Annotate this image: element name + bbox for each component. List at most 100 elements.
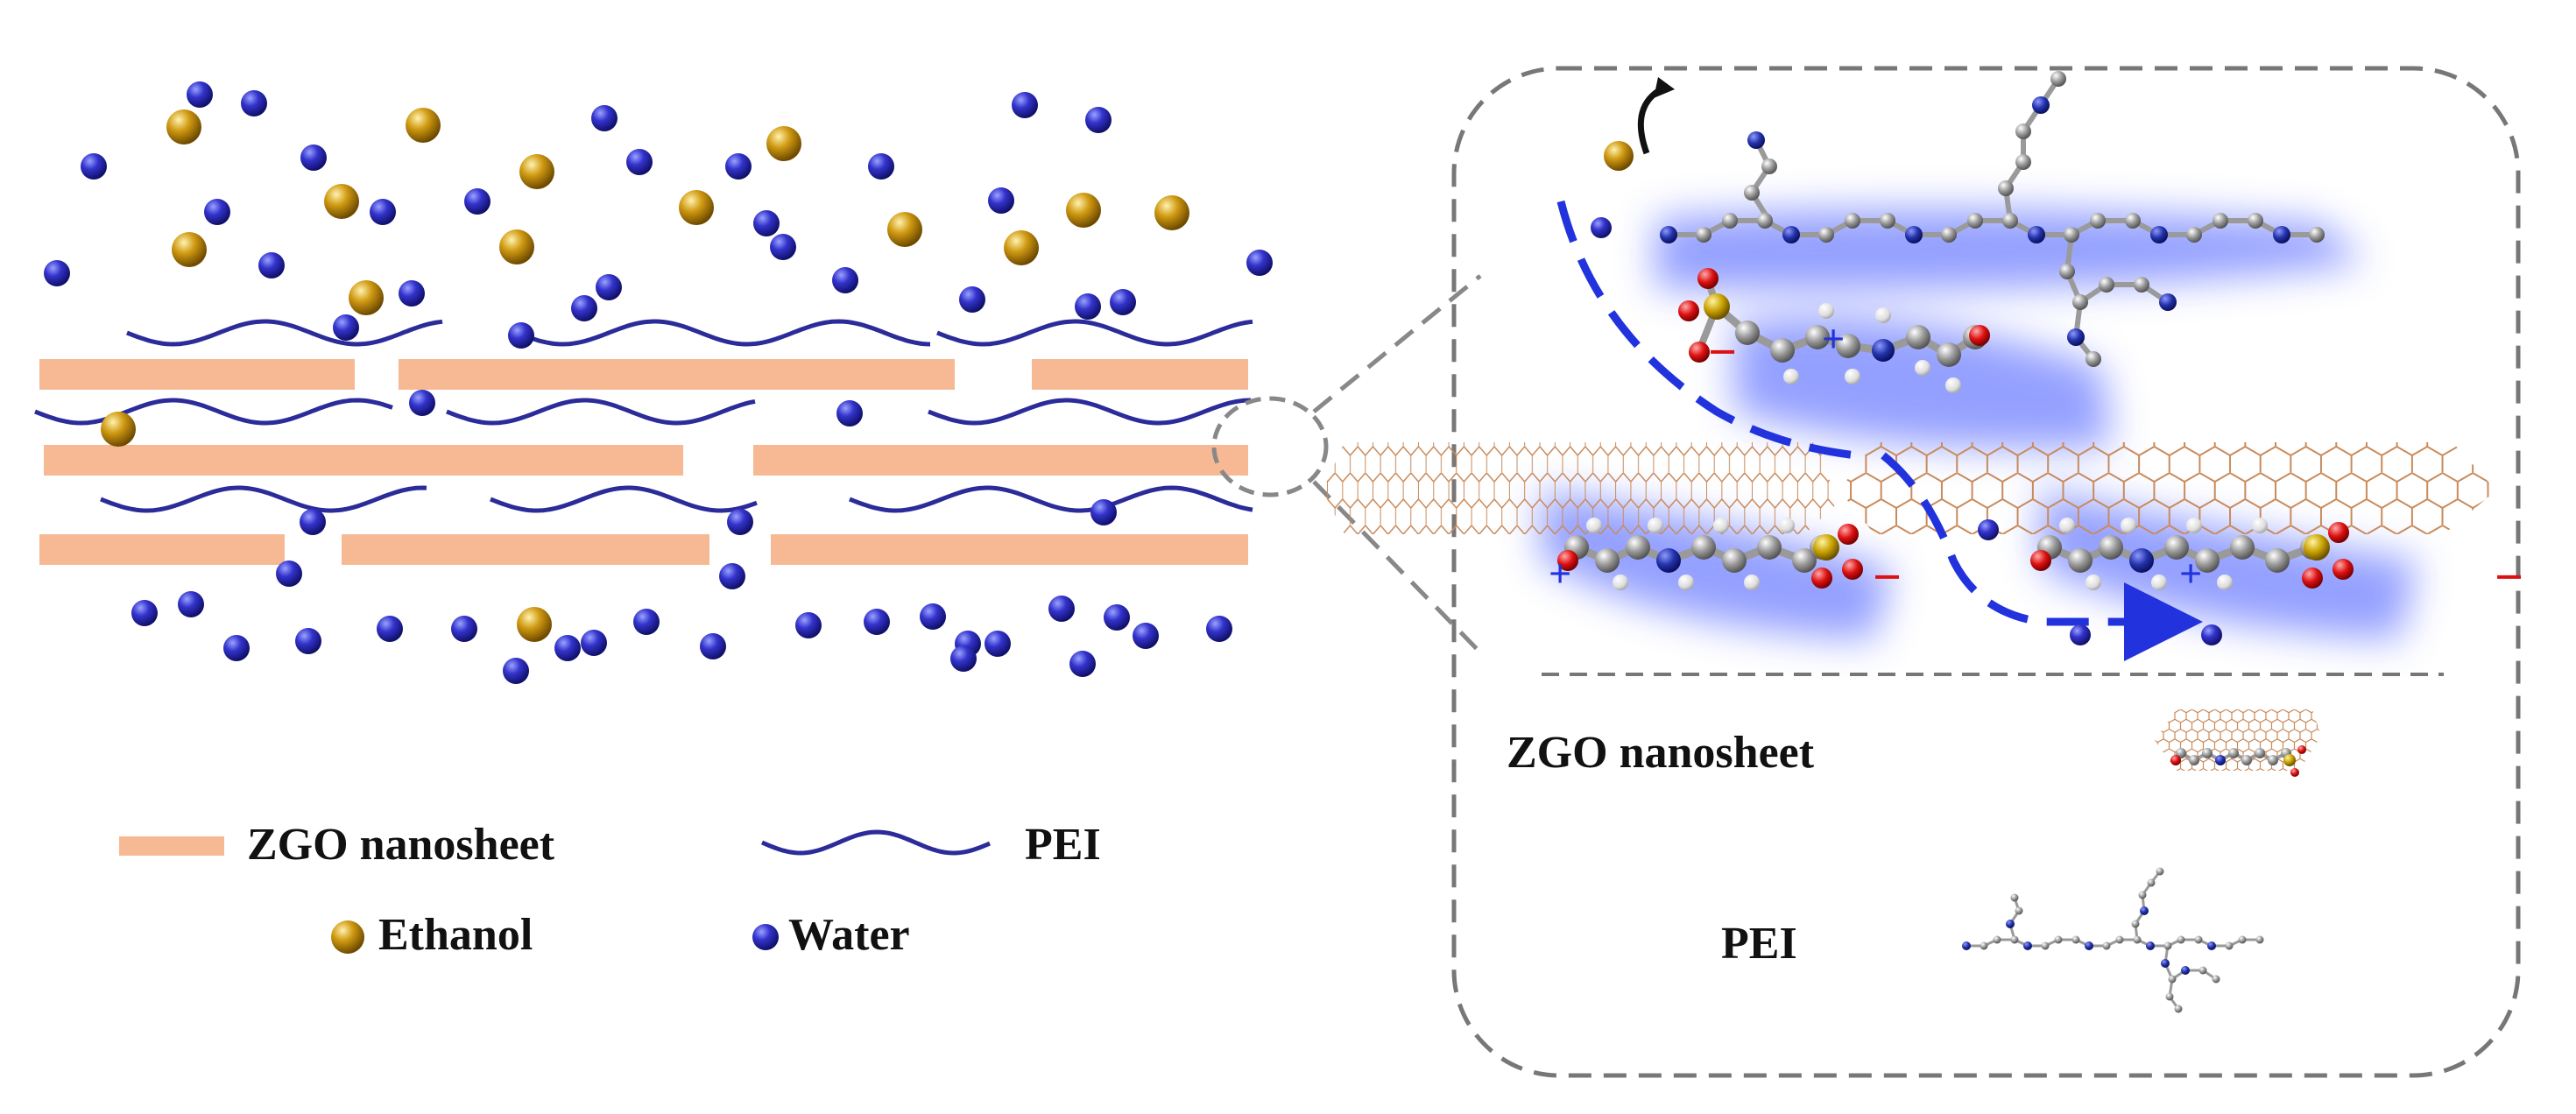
- flow-arrow-icon: [1881, 452, 2203, 661]
- atom: [1838, 524, 1859, 545]
- pei-chain: [490, 485, 758, 513]
- legend-ethanol-label: Ethanol: [378, 910, 533, 960]
- atom: [2140, 906, 2149, 915]
- atom: [2159, 293, 2177, 311]
- atom: [1779, 518, 1795, 533]
- charge-minus-sign: −: [1708, 323, 1738, 380]
- atom: [2213, 213, 2228, 229]
- rejected-ethanol-molecule: [1604, 141, 1634, 171]
- atom: [2150, 226, 2168, 243]
- water-molecule: [725, 153, 752, 180]
- atom: [2304, 534, 2330, 561]
- charge-minus-sign: −: [1873, 548, 1902, 605]
- atom: [2283, 754, 2296, 766]
- atom: [2164, 535, 2189, 560]
- atom: [2134, 277, 2149, 293]
- atom: [2202, 748, 2213, 758]
- pei-chain: [446, 398, 756, 426]
- atom: [1770, 338, 1795, 363]
- atom: [1937, 342, 1961, 367]
- water-molecule: [985, 631, 1011, 657]
- zgo-nanosheet: [44, 445, 683, 476]
- atom: [2032, 96, 2050, 114]
- ethanol-rejection-arrowhead: [1654, 77, 1675, 98]
- atom: [1969, 325, 1990, 346]
- water-molecule: [464, 188, 490, 215]
- water-molecule: [399, 280, 425, 307]
- legend-nanosheet-swatch: [119, 836, 224, 856]
- atom: [2071, 935, 2080, 944]
- water-molecule: [836, 400, 863, 427]
- water-molecule: [795, 612, 822, 638]
- atom: [2064, 227, 2079, 243]
- pei-chain: [34, 398, 393, 426]
- atom: [2131, 920, 2140, 928]
- atom: [2195, 548, 2220, 573]
- water-molecule: [868, 153, 894, 180]
- atom: [1845, 213, 1860, 229]
- water-molecule: [1133, 623, 1159, 649]
- ethanol-molecule-icon: [331, 920, 364, 954]
- ethanol-molecule: [406, 108, 441, 143]
- water-molecule: [333, 314, 359, 341]
- zgo-nanosheet: [771, 534, 1248, 565]
- atom: [1962, 941, 1971, 950]
- water-molecule: [727, 509, 753, 535]
- atom: [2099, 535, 2123, 560]
- atom: [2217, 575, 2233, 590]
- pei-chain: [936, 319, 1253, 347]
- water-molecule: [719, 563, 745, 589]
- water-molecule: [864, 609, 890, 635]
- atom: [1660, 226, 1677, 243]
- graphene-sheet-left: [1323, 442, 1838, 534]
- ethanol-molecule: [172, 232, 207, 267]
- ethanol-molecule: [519, 154, 554, 189]
- atom: [1782, 226, 1800, 243]
- atom: [1998, 180, 2014, 196]
- atom: [2186, 227, 2202, 243]
- atom: [2015, 154, 2031, 170]
- atom: [2090, 213, 2106, 229]
- atom: [2189, 755, 2199, 765]
- atom: [2290, 768, 2299, 777]
- inset-legend-icons: [2170, 745, 2306, 777]
- legend-pei-swatch: [761, 829, 991, 856]
- water-molecule: [571, 295, 597, 321]
- water-molecule: [1069, 651, 1096, 677]
- atom: [2133, 935, 2142, 944]
- atom: [1722, 213, 1738, 229]
- atom: [1875, 307, 1891, 323]
- atom: [2328, 522, 2349, 543]
- atom: [2207, 941, 2216, 950]
- water-molecule: [81, 153, 107, 180]
- water-molecule: [187, 81, 213, 108]
- atom: [2147, 878, 2156, 887]
- pei-chain: [928, 398, 1252, 426]
- atom: [1818, 227, 1834, 243]
- legend-pei-label: PEI: [1025, 820, 1101, 870]
- atom: [2115, 935, 2124, 944]
- atom: [2181, 966, 2190, 975]
- atom: [2054, 935, 2063, 944]
- atom: [1757, 213, 1773, 229]
- permeated-water-molecule-1: [2070, 624, 2091, 645]
- zgo-nanosheet-icon: [2155, 709, 2321, 771]
- charge-plus-sign: +: [1549, 551, 1572, 596]
- atom: [2248, 213, 2263, 229]
- atom: [2030, 550, 2051, 571]
- atom: [2102, 941, 2111, 950]
- atom: [1818, 303, 1834, 319]
- legend-nanosheet-label: ZGO nanosheet: [247, 820, 555, 870]
- atom: [2085, 941, 2093, 950]
- pei-chain-layers: [34, 319, 1253, 513]
- water-molecule: [131, 600, 158, 626]
- atom: [2255, 748, 2265, 758]
- atom: [1906, 325, 1930, 349]
- atom: [2050, 71, 2066, 87]
- water-molecule: [300, 509, 326, 535]
- ethanol-molecule: [679, 190, 714, 225]
- atom: [1783, 369, 1799, 384]
- pei-chain: [100, 485, 427, 513]
- atom: [2151, 575, 2167, 590]
